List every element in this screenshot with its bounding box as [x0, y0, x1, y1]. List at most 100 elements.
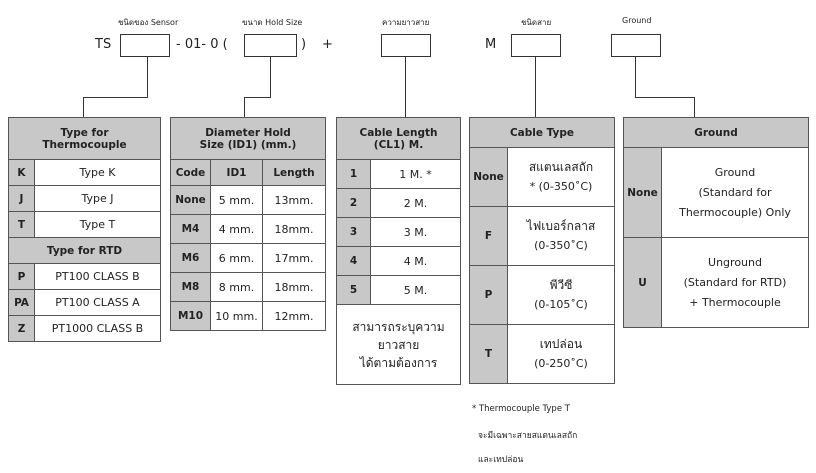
code-cell: U [623, 237, 662, 328]
table-row[interactable]: 5 5 M. [336, 275, 462, 305]
code-cell: T [469, 324, 508, 384]
connector-hold-drop [244, 97, 245, 117]
code-cell: None [469, 147, 508, 207]
code-cell: None [170, 185, 211, 215]
label-cable-length: ความยาวสาย [382, 18, 430, 27]
table-row[interactable]: 2 2 M. [336, 188, 462, 218]
desc-cell: เทปล่อน (0-250˚C) [507, 324, 615, 384]
desc-cell: Unground (Standard for RTD) + Thermocoup… [660, 237, 810, 328]
desc-line2: (0-250˚C) [534, 357, 588, 370]
table-row[interactable]: None 5 mm. 13mm. [170, 185, 327, 215]
code-cell: K [8, 159, 35, 186]
connector-ground-drop [694, 97, 695, 117]
sensor-tc-header-line2: Thermocouple [42, 138, 127, 151]
cable-type-header: Cable Type [469, 117, 615, 148]
unit-m: M [485, 37, 497, 52]
connector-hold-h [244, 97, 271, 98]
code-cell: PA [8, 289, 35, 316]
col-header-code: Code [170, 159, 211, 186]
code-cell: T [8, 211, 35, 238]
hold-header: Diameter Hold Size (ID1) (mm.) [169, 117, 327, 160]
custom-length-line2: ยาวสาย [377, 337, 420, 352]
label-hold-size: ขนาด Hold Size [242, 18, 303, 27]
table-row[interactable]: None Ground (Standard for Thermocouple) … [623, 147, 810, 238]
length-header: Cable Length (CL1) M. [335, 117, 462, 160]
desc-line1: ไฟเบอร์กลาส [526, 219, 596, 233]
cable-length-slot[interactable] [381, 34, 431, 57]
table-row[interactable]: 4 4 M. [336, 246, 462, 276]
plus-sign: + [322, 37, 333, 52]
hold-size-table: Diameter Hold Size (ID1) (mm.) Code ID1 … [169, 117, 327, 331]
id1-cell: 6 mm. [210, 243, 263, 273]
value-cell: 1 M. * [369, 159, 462, 189]
sensor-rtd-header: Type for RTD [8, 237, 161, 264]
code-cell: None [623, 147, 662, 238]
code-cell: M10 [170, 301, 211, 331]
length-cell: 12mm. [261, 301, 327, 331]
table-row[interactable]: 1 1 M. * [336, 159, 462, 189]
connector-sensor-h [83, 97, 148, 98]
code-cell: 3 [336, 217, 371, 247]
footnote-line1: * Thermocouple Type T [472, 404, 570, 414]
hold-size-slot[interactable] [244, 34, 297, 57]
code-cell: 4 [336, 246, 371, 276]
connector-ground-h [635, 97, 695, 98]
ground-header: Ground [622, 117, 810, 148]
desc-line2: (Standard for [698, 185, 772, 199]
desc-line2: * (0-350˚C) [529, 180, 593, 193]
ground-slot[interactable] [611, 34, 661, 57]
desc-cell: สแตนเลสถัก * (0-350˚C) [507, 147, 615, 207]
code-cell: 5 [336, 275, 371, 305]
desc-cell: พีวีซี (0-105˚C) [507, 265, 615, 325]
desc-cell: Ground (Standard for Thermocouple) Only [660, 147, 810, 238]
separator-text: - 01- 0 ( [176, 37, 228, 52]
connector-hold-v [270, 56, 271, 97]
table-row[interactable]: T Type T [8, 211, 161, 238]
label-ground: Ground [622, 16, 652, 25]
table-row[interactable]: M4 4 mm. 18mm. [170, 214, 327, 244]
col-header-length: Length [261, 159, 327, 186]
desc-line3: + Thermocouple [689, 295, 781, 309]
desc-line2: (0-105˚C) [534, 298, 588, 311]
footnote-line3: และเทปล่อน [478, 455, 524, 465]
table-row[interactable]: J Type J [8, 185, 161, 212]
table-row[interactable]: None สแตนเลสถัก * (0-350˚C) [469, 147, 615, 207]
desc-cell: Type J [34, 185, 161, 212]
desc-cell: PT100 CLASS A [34, 289, 161, 316]
table-row[interactable]: T เทปล่อน (0-250˚C) [469, 324, 615, 384]
custom-length-line1: สามารถระบุความ [352, 319, 445, 334]
id1-cell: 8 mm. [210, 272, 263, 302]
code-cell: Z [8, 315, 35, 342]
id1-cell: 10 mm. [210, 301, 263, 331]
sensor-tc-header: Type for Thermocouple [8, 117, 161, 160]
custom-length-row[interactable]: สามารถระบุความ ยาวสาย ได้ตามต้องการ [335, 304, 462, 385]
table-row[interactable]: P พีวีซี (0-105˚C) [469, 265, 615, 325]
desc-line3: Thermocouple) Only [679, 205, 791, 219]
length-header-line1: Cable Length [359, 126, 438, 139]
table-row[interactable]: 3 3 M. [336, 217, 462, 247]
id1-cell: 4 mm. [210, 214, 263, 244]
value-cell: 2 M. [369, 188, 462, 218]
table-row[interactable]: F ไฟเบอร์กลาส (0-350˚C) [469, 206, 615, 266]
sensor-type-slot[interactable] [120, 34, 170, 57]
table-row[interactable]: Z PT1000 CLASS B [8, 315, 161, 342]
id1-cell: 5 mm. [210, 185, 263, 215]
value-cell: 5 M. [369, 275, 462, 305]
table-row[interactable]: K Type K [8, 159, 161, 186]
code-cell: 2 [336, 188, 371, 218]
desc-cell: Type K [34, 159, 161, 186]
value-cell: 3 M. [369, 217, 462, 247]
table-row[interactable]: U Unground (Standard for RTD) + Thermoco… [623, 237, 810, 328]
cable-type-slot[interactable] [511, 34, 561, 57]
hold-header-line1: Diameter Hold [205, 126, 291, 139]
sensor-type-table: Type for Thermocouple K Type K J Type J … [8, 117, 161, 342]
table-row[interactable]: PA PT100 CLASS A [8, 289, 161, 316]
code-cell: P [469, 265, 508, 325]
table-row[interactable]: M6 6 mm. 17mm. [170, 243, 327, 273]
connector-cable-v [535, 56, 536, 117]
length-cell: 13mm. [261, 185, 327, 215]
table-row[interactable]: P PT100 CLASS B [8, 263, 161, 290]
table-row[interactable]: M10 10 mm. 12mm. [170, 301, 327, 331]
table-row[interactable]: M8 8 mm. 18mm. [170, 272, 327, 302]
prefix-ts: TS [95, 37, 112, 52]
